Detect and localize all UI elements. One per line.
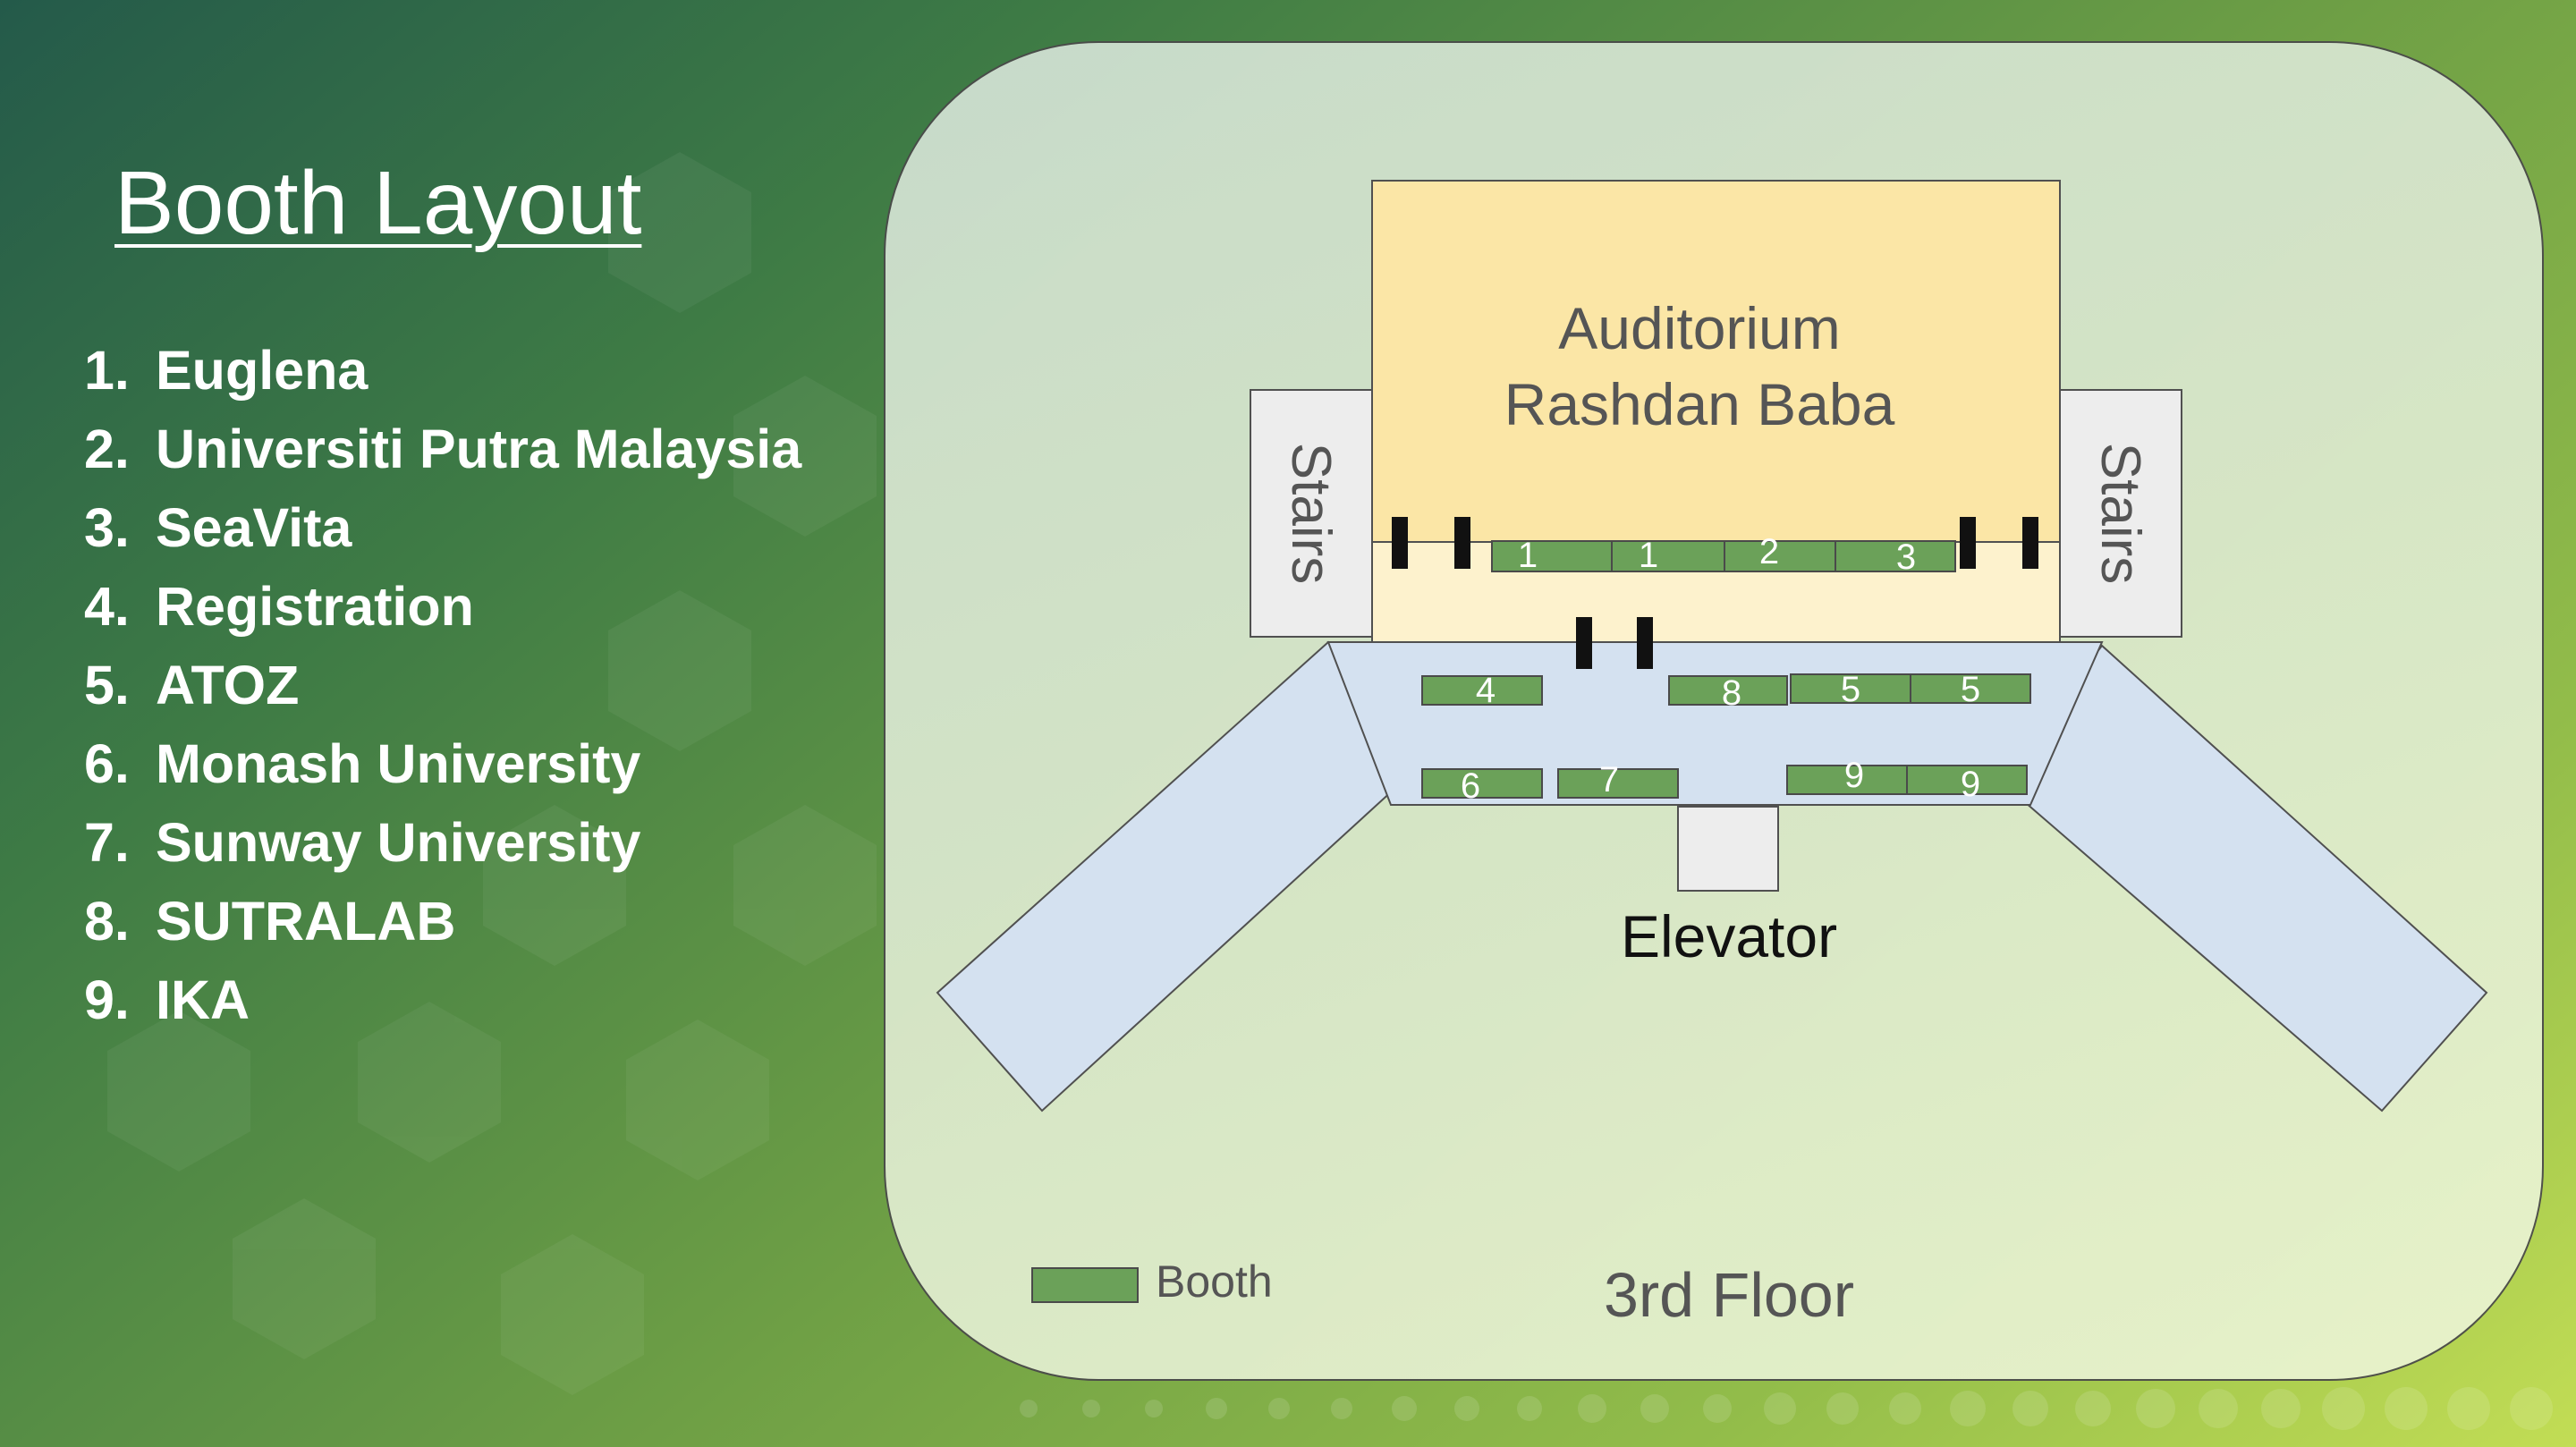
booth-list-item: 6. Monash University <box>84 724 801 803</box>
booth-name: IKA <box>156 969 250 1030</box>
booth-name: Monash University <box>156 733 641 794</box>
door-marker <box>1960 517 1976 569</box>
door-marker <box>2022 517 2038 569</box>
page-title: Booth Layout <box>114 153 642 253</box>
booth-marker-label: 6 <box>1461 766 1480 806</box>
auditorium-label-line1: Auditorium <box>1558 295 1840 361</box>
booth-marker-label: 8 <box>1722 673 1741 713</box>
booth-marker-label: 1 <box>1518 536 1538 575</box>
booth-number: 7. <box>84 812 130 873</box>
booth-marker-label: 4 <box>1476 671 1496 710</box>
booth-marker-label: 3 <box>1896 537 1916 577</box>
booth-marker-label: 7 <box>1599 760 1619 800</box>
booth-marker: 4 <box>1421 671 1543 710</box>
booth-list-item: 7. Sunway University <box>84 803 801 882</box>
booth-marker: 9 <box>1786 756 1908 795</box>
booth-name: SeaVita <box>156 497 352 558</box>
door-marker <box>1392 517 1408 569</box>
legend-booth-label: Booth <box>1156 1257 1273 1307</box>
door-marker <box>1576 617 1592 669</box>
door-marker <box>1637 617 1653 669</box>
legend-booth-swatch <box>1031 1267 1139 1303</box>
booth-name: SUTRALAB <box>156 891 456 952</box>
booth-list: 1. Euglena 2. Universiti Putra Malaysia 3.… <box>84 331 801 1039</box>
booth-marker: 1 <box>1611 536 1725 575</box>
booth-number: 4. <box>84 576 130 637</box>
booth-marker: 8 <box>1668 673 1788 713</box>
booth-number: 1. <box>84 340 130 401</box>
booth-number: 5. <box>84 655 130 715</box>
booth-number: 3. <box>84 497 130 558</box>
booth-list-item: 4. Registration <box>84 567 801 646</box>
booth-marker-label: 5 <box>1961 670 1980 709</box>
booth-name: Universiti Putra Malaysia <box>156 419 802 479</box>
booth-marker-label: 9 <box>1961 765 1980 804</box>
booth-marker-label: 1 <box>1639 536 1658 575</box>
booth-name: Registration <box>156 576 474 637</box>
booth-number: 2. <box>84 419 130 479</box>
booth-marker: 6 <box>1421 766 1543 806</box>
booth-list-item: 3. SeaVita <box>84 488 801 567</box>
elevator-label: Elevator <box>1621 903 1837 969</box>
booths: 1 1 2 3 4 8 5 5 <box>1421 532 2031 806</box>
booth-list-item: 2. Universiti Putra Malaysia <box>84 410 801 488</box>
door-marker <box>1454 517 1470 569</box>
auditorium <box>1371 180 2061 543</box>
booth-number: 6. <box>84 733 130 794</box>
booth-marker-label: 9 <box>1844 756 1864 795</box>
booth-number: 9. <box>84 969 130 1030</box>
booth-marker: 2 <box>1724 532 1836 572</box>
booth-name: Sunway University <box>156 812 641 873</box>
corridor-right-wing <box>1997 644 2488 1113</box>
booth-list-item: 9. IKA <box>84 960 801 1039</box>
stairs-right <box>2059 389 2182 638</box>
booth-list-item: 1. Euglena <box>84 331 801 410</box>
booth-name: ATOZ <box>156 655 300 715</box>
booth-list-panel: Booth Layout 1. Euglena 2. Universiti Putr… <box>0 0 877 1447</box>
stairs-left <box>1250 389 1373 638</box>
booth-marker: 5 <box>1910 670 2031 709</box>
booth-marker: 3 <box>1835 537 1956 577</box>
booth-marker: 1 <box>1491 536 1613 575</box>
booth-list-item: 8. SUTRALAB <box>84 882 801 960</box>
stairs-right-label: Stairs <box>2089 443 2151 584</box>
map-legend: Booth <box>1031 1257 1273 1307</box>
booth-marker: 9 <box>1906 765 2028 804</box>
elevator <box>1677 806 1779 892</box>
booth-list-item: 5. ATOZ <box>84 646 801 724</box>
booth-marker-label: 2 <box>1759 532 1779 571</box>
floor-label: 3rd Floor <box>1604 1260 1854 1330</box>
booth-name: Euglena <box>156 340 369 401</box>
booth-marker: 7 <box>1557 760 1679 800</box>
booth-marker-label: 5 <box>1841 670 1860 709</box>
booth-marker: 5 <box>1790 670 1911 709</box>
stairs-left-label: Stairs <box>1280 443 1342 584</box>
booth-number: 8. <box>84 891 130 952</box>
auditorium-label-line2: Rashdan Baba <box>1504 371 1895 437</box>
